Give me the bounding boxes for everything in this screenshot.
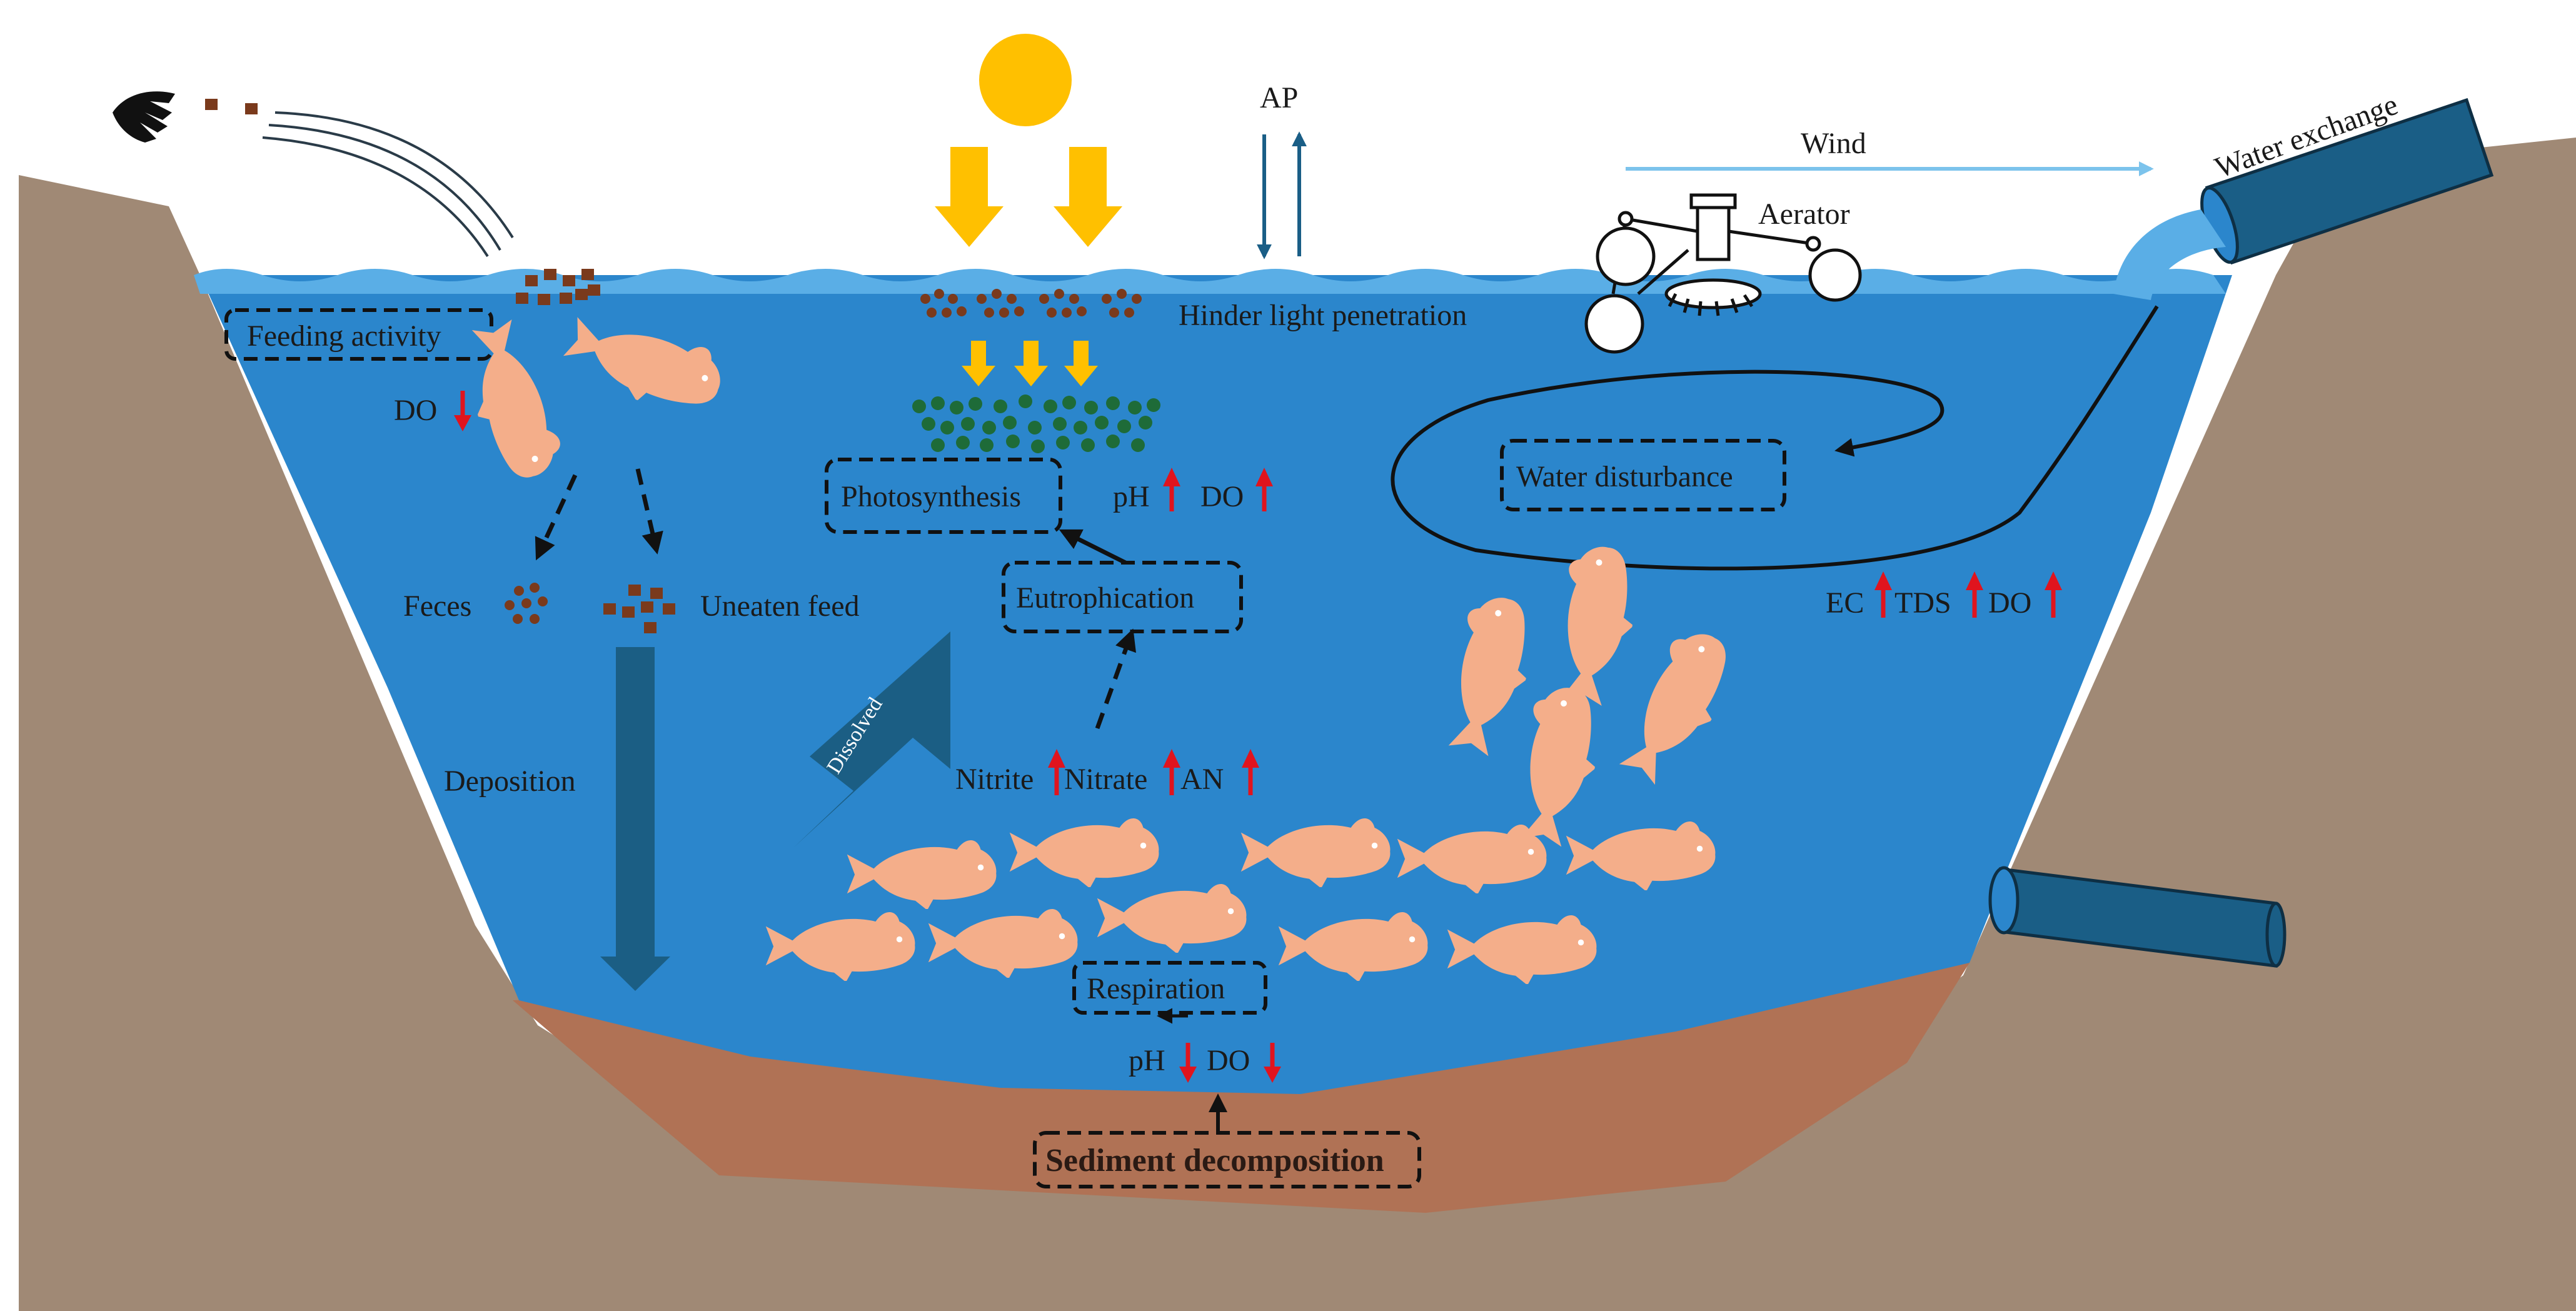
ec-label: EC — [1826, 586, 1864, 620]
sun-icon — [979, 34, 1072, 126]
wind-label: Wind — [1801, 127, 1866, 160]
water-body — [200, 275, 2232, 1094]
respiration-label: Respiration — [1087, 972, 1225, 1005]
deposition-label: Deposition — [444, 765, 576, 798]
down-arrow-icon — [1179, 1043, 1197, 1083]
feces-label: Feces — [403, 590, 471, 623]
deposition-arrow — [600, 647, 670, 991]
sediment-decomposition-label: Sediment decomposition — [1045, 1143, 1384, 1178]
ap-label: AP — [1260, 81, 1298, 114]
down-arrow-icon — [1264, 1043, 1281, 1083]
sunlight-arrow — [935, 147, 1122, 247]
hinder-light-label: Hinder light penetration — [1179, 299, 1467, 332]
aerator-label: Aerator — [1758, 198, 1850, 231]
suspended-particles — [920, 289, 1142, 318]
photosynthesis-label: Photosynthesis — [841, 480, 1021, 513]
tds-label: TDS — [1894, 586, 1951, 620]
nutrients-to-eutro-arrow — [1095, 628, 1136, 730]
feed-pellet — [245, 103, 258, 114]
eutro-to-photo-arrow — [1059, 529, 1127, 565]
water-surface — [194, 269, 2226, 294]
uneaten-feed-icon — [603, 585, 675, 633]
do-photo-label: DO — [1200, 480, 1244, 513]
to-feed-arrow — [635, 468, 663, 555]
up-arrow-icon — [1255, 468, 1273, 511]
nitrite-label: Nitrite — [955, 763, 1034, 796]
ph-resp-label: pH — [1129, 1044, 1165, 1077]
sediment-decomposition-box — [1033, 1131, 1421, 1188]
do-resp-label: DO — [1207, 1044, 1250, 1077]
hand-icon — [113, 91, 175, 143]
water-disturbance-label: Water disturbance — [1516, 460, 1733, 493]
up-arrow-icon — [1874, 571, 1892, 618]
feces-icon — [505, 583, 548, 624]
ph-photo-label: pH — [1113, 480, 1150, 513]
nitrate-label: Nitrate — [1064, 763, 1147, 796]
uneaten-feed-label: Uneaten feed — [700, 590, 860, 623]
an-label: AN — [1180, 763, 1224, 796]
eutrophication-label: Eutrophication — [1016, 581, 1194, 615]
up-arrow-icon — [1966, 571, 1983, 618]
water-inflow — [2113, 209, 2226, 300]
up-arrow-icon — [2045, 571, 2062, 618]
soil-bank — [19, 138, 2576, 1311]
down-arrow-icon — [454, 391, 471, 431]
up-arrow-icon — [1163, 468, 1180, 511]
pipe-icon — [1988, 866, 2287, 968]
do-water-label: DO — [1988, 586, 2031, 620]
up-arrow-icon — [1048, 749, 1065, 795]
to-feces-arrow — [535, 474, 578, 561]
pipe-icon — [2200, 98, 2494, 265]
throw-trajectory — [262, 111, 514, 258]
feeding-activity-label: Feeding activity — [247, 319, 441, 353]
feed-pellet — [205, 99, 218, 110]
up-arrow-icon — [1242, 749, 1259, 795]
water-disturbance-box — [1500, 439, 1786, 511]
up-arrow-icon — [1163, 749, 1180, 795]
algae-icon — [912, 394, 1160, 453]
water-flow-line — [1391, 305, 2159, 571]
light-arrow-small — [962, 341, 1098, 386]
do-feeding-label: DO — [394, 394, 437, 427]
feed-pile — [516, 269, 600, 305]
aerator-icon — [1584, 193, 1862, 354]
